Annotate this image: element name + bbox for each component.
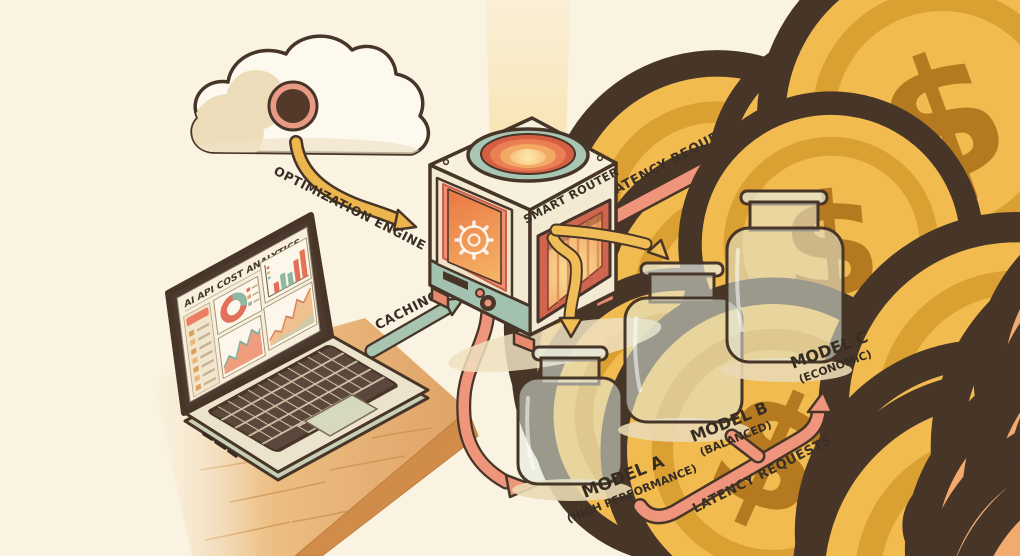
area-chart-left (217, 314, 266, 380)
donut-chart (213, 275, 263, 336)
bar-chart (259, 237, 312, 304)
screw (596, 154, 604, 162)
api-cloud (190, 34, 885, 512)
caching-arrow: CACHING (364, 288, 466, 359)
laptop: AI API COST ANALYTICS (165, 212, 430, 482)
screw (442, 158, 450, 166)
router-button (475, 288, 485, 298)
glass-highlight (735, 248, 744, 332)
arrowhead (806, 390, 834, 414)
jar-model-c (720, 175, 1020, 556)
area-chart-right (263, 281, 318, 352)
glass-highlight (633, 316, 642, 392)
router-screen (435, 176, 514, 300)
router-intake-funnel (466, 127, 590, 183)
arrowhead (646, 238, 670, 261)
router-shadow (448, 317, 662, 373)
router-vent-slot (443, 271, 468, 290)
jar-model-a (512, 308, 1020, 556)
router-output-ribbons (546, 197, 1020, 556)
jar-shadow (720, 358, 852, 382)
coin-beam (486, 0, 570, 150)
glass-highlight (525, 396, 535, 470)
arrowhead (392, 208, 418, 232)
smart-router: SMART ROUTER (428, 116, 662, 373)
gear-icon (454, 220, 494, 260)
jar-shadow (618, 418, 750, 442)
arrowhead (558, 316, 584, 339)
dashboard-sidebar (183, 302, 221, 398)
laptop-ports (202, 432, 238, 458)
laptop-keyboard (208, 345, 398, 452)
cloud-api-coin-badge (267, 80, 885, 512)
laptop-trackpad (303, 394, 379, 437)
